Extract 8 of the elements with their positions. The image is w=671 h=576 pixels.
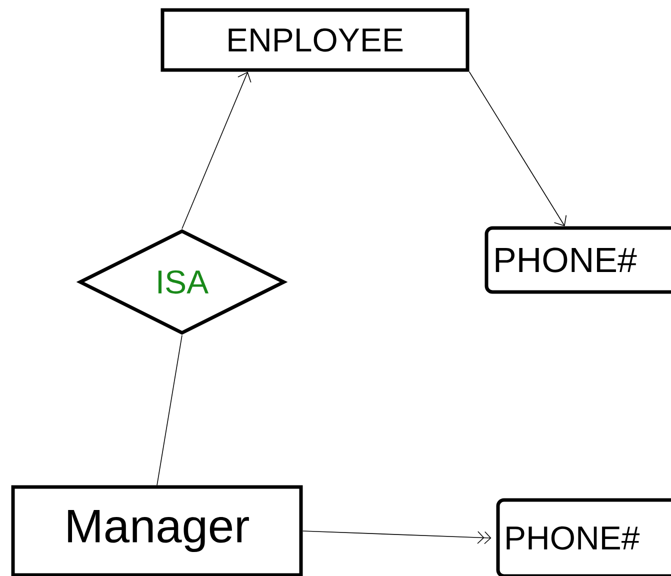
connector-line <box>156 334 182 486</box>
entity-box: Manager <box>11 485 303 576</box>
arrow <box>182 72 252 230</box>
entity-box: ENPLOYEE <box>160 8 470 72</box>
attribute-box: PHONE# <box>496 498 671 576</box>
attribute-box: PHONE# <box>484 226 671 294</box>
arrow <box>302 530 492 544</box>
arrow <box>468 71 567 226</box>
